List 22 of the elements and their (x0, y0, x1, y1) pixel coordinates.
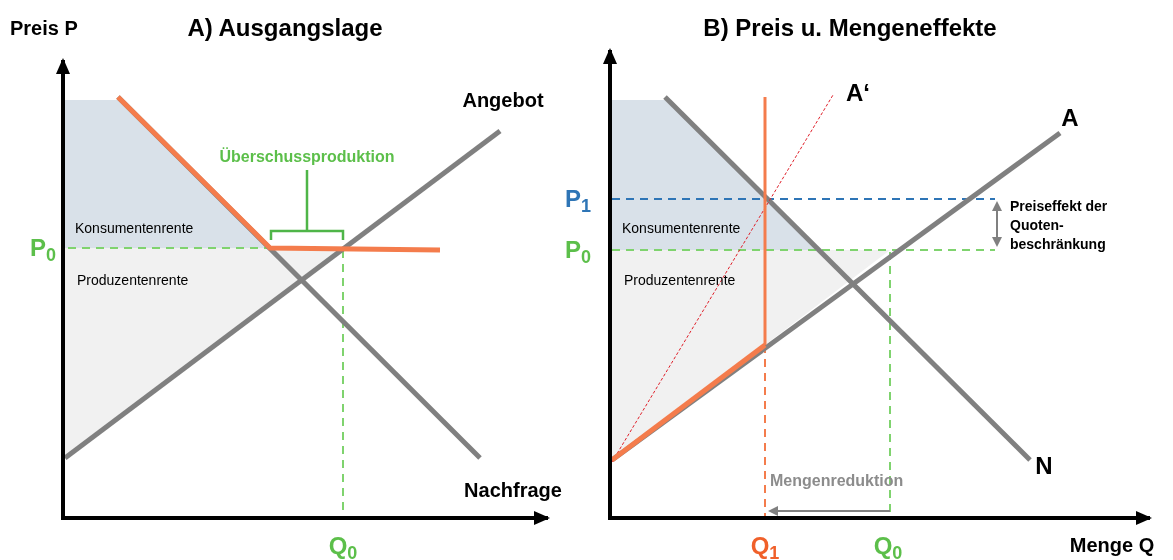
panel-title: A) Ausgangslage (187, 13, 383, 43)
curve-label: A‘ (846, 78, 870, 108)
area-label: Produzentenrente (624, 271, 736, 290)
panel-title: B) Preis u. Mengeneffekte (703, 13, 997, 43)
price-label: P$_{0}$ (565, 235, 591, 266)
annotation-label: Überschussproduktion (219, 146, 395, 167)
curve-label: Nachfrage (464, 478, 562, 503)
curve-label: A (1061, 103, 1079, 133)
axis-title: Preis P (10, 16, 78, 41)
annotation-label: Preiseffekt der Quoten- beschränkung (1010, 196, 1109, 254)
area-label: Konsumentenrente (622, 219, 741, 238)
quantity-label: Q$_{0}$ (873, 531, 903, 560)
curve-label: N (1035, 451, 1053, 481)
area-label: Produzentenrente (77, 271, 189, 290)
area-label: Konsumentenrente (75, 219, 194, 238)
curve-label: Angebot (462, 88, 544, 113)
annotation-label: Mengenreduktion (770, 471, 904, 491)
price-label: P$_{0}$ (30, 233, 56, 264)
quantity-label: Q$_{0}$ (328, 531, 358, 560)
quantity-label: Q$_{1}$ (750, 531, 780, 560)
axis-title: Menge Q (1069, 533, 1155, 558)
price-label: P$_{1}$ (565, 184, 591, 215)
